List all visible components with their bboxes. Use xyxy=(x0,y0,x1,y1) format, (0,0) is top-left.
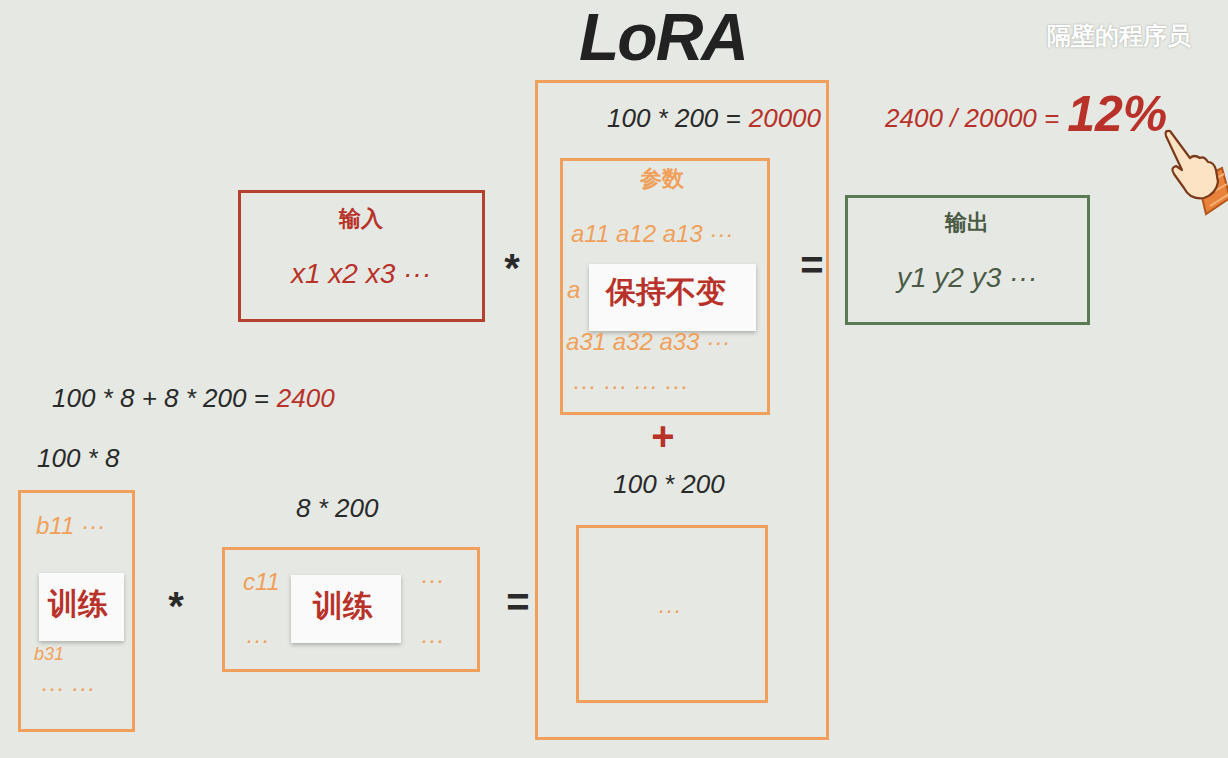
title: LoRA xyxy=(579,0,747,76)
box-text: ··· xyxy=(657,596,681,624)
box-text: 20000 xyxy=(749,104,821,134)
matrix-box: 保持不变 参数 a11 a12 a13 ··· a a31 a32 a33 ··· ···… xyxy=(560,158,770,415)
box-text: a xyxy=(567,276,580,304)
box-text: ··· xyxy=(245,626,269,654)
hand-icon xyxy=(1166,131,1228,214)
formula-label: = xyxy=(800,242,823,288)
formula-label: * xyxy=(168,583,184,629)
matrix-box: 训练100 * 8b11 ···b31··· ··· xyxy=(18,490,135,732)
box-text: ··· xyxy=(420,626,444,654)
box-text: 参数 xyxy=(640,166,684,191)
box-text: b11 ··· xyxy=(36,512,105,540)
tag-text: 训练 xyxy=(48,587,108,622)
matrix-box: 训练8 * 200c11········· xyxy=(222,547,480,672)
formula-label: = xyxy=(506,579,529,625)
matrix-box: 保持不变 参数 a11 a12 a13 ··· a a31 a32 a33 ··· ···… xyxy=(535,80,829,740)
tag-text: 保持不变 xyxy=(606,275,726,310)
formula-label: * xyxy=(504,245,520,291)
watermark: 隔壁的程序员 xyxy=(1047,22,1191,50)
overlay-tag: 训练 xyxy=(291,575,401,643)
box-text: 输入 xyxy=(339,206,383,231)
box-text: ··· ··· ··· ··· xyxy=(572,372,688,400)
overlay-tag: 保持不变 xyxy=(589,264,756,331)
box-text: 100 * 8 xyxy=(37,444,119,474)
formula-label: 12% xyxy=(1067,86,1167,144)
box-text: x1 x2 x3 ··· xyxy=(291,258,431,290)
box-text: a31 a32 a33 ··· xyxy=(566,328,730,356)
box-text: ··· ··· xyxy=(40,674,95,702)
formula-label: 100 * 8 + 8 * 200 = xyxy=(52,384,269,414)
box-text: ··· xyxy=(420,566,444,594)
box-text: 输出 xyxy=(945,210,989,235)
box-text: c11 xyxy=(243,568,280,596)
tag-text: 训练 xyxy=(313,589,373,624)
formula-label: 2400 / 20000 = xyxy=(885,104,1059,134)
formula-label: 2400 xyxy=(277,384,335,414)
box-text: 100 * 200 = xyxy=(607,104,741,134)
overlay-tag: 训练 xyxy=(39,573,124,641)
matrix-box: 输入 x1 x2 x3 ··· xyxy=(238,190,485,322)
matrix-box: 100 * 200··· xyxy=(576,525,768,703)
box-text: 8 * 200 xyxy=(296,494,378,524)
box-text: b31 xyxy=(34,644,64,665)
box-text: 100 * 200 xyxy=(613,470,724,500)
formula-label: + xyxy=(651,413,674,459)
box-text: a11 a12 a13 ··· xyxy=(571,220,733,248)
matrix-box: 输出 y1 y2 y3 ··· xyxy=(845,195,1090,325)
box-text: y1 y2 y3 ··· xyxy=(897,262,1037,294)
